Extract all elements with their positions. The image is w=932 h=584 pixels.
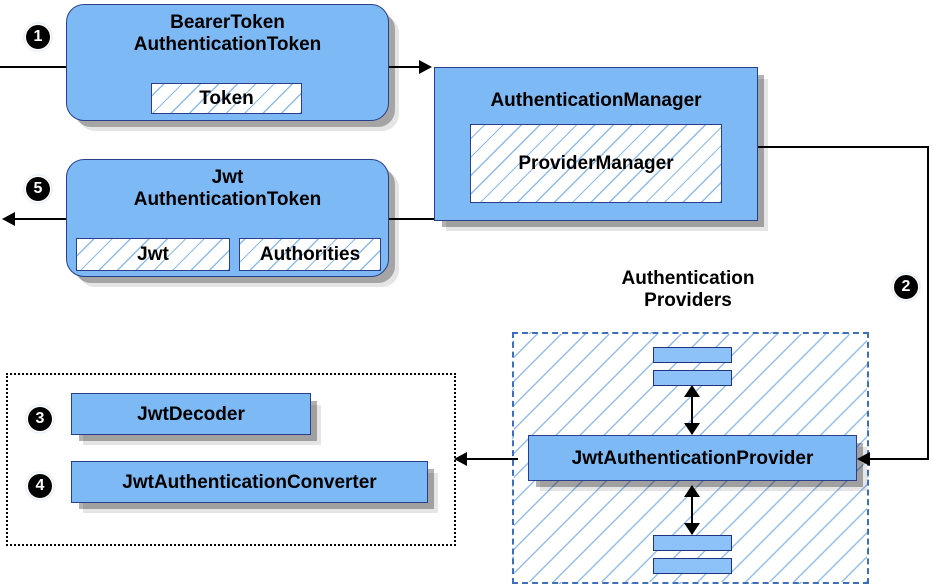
arrowhead-into-provider (857, 452, 870, 466)
arrowhead-provider-up-bottom (684, 423, 700, 435)
authentication-providers-caption-line2: Providers (644, 289, 732, 311)
marker-4: 4 (28, 474, 52, 498)
jwt-authentication-provider-box[interactable]: JwtAuthenticationProvider (528, 435, 857, 481)
marker-5: 5 (26, 177, 50, 201)
other-provider-bar-top-1 (653, 347, 732, 363)
other-provider-bar-top-2 (653, 370, 732, 386)
marker-3-glyph: 3 (35, 410, 45, 427)
jwt-token-box-title-line2: AuthenticationToken (133, 188, 322, 210)
connector-provider-to-support (466, 458, 518, 460)
marker-4-glyph: 4 (35, 477, 45, 494)
jwt-token-box-title-line1: Jwt (211, 167, 244, 188)
jwt-decoder-box[interactable]: JwtDecoder (71, 393, 311, 435)
connector-provider-up (691, 392, 693, 434)
connector-response-out (14, 218, 72, 220)
bearer-token-authentication-token-box[interactable]: BearerToken AuthenticationToken Token (66, 4, 389, 121)
bearer-token-box-title: BearerToken AuthenticationToken (67, 12, 388, 55)
connector-manager-out (757, 146, 929, 148)
connector-provider-down (691, 492, 693, 534)
connector-into-provider (869, 458, 929, 460)
bearer-token-box-title-line1: BearerToken (170, 12, 285, 33)
jwt-slot[interactable]: Jwt (76, 238, 230, 271)
arrowhead-token-to-manager (419, 60, 432, 74)
bearer-token-slot[interactable]: Token (151, 83, 302, 114)
marker-5-glyph: 5 (33, 180, 43, 197)
jwt-token-box-title: Jwt AuthenticationToken (67, 167, 388, 210)
arrowhead-provider-to-support (454, 452, 467, 466)
arrowhead-response-out (2, 212, 15, 226)
other-provider-bar-bottom-1 (653, 535, 732, 551)
arrowhead-provider-up-top (684, 385, 700, 397)
marker-1-glyph: 1 (33, 28, 43, 45)
authorities-slot[interactable]: Authorities (239, 238, 381, 271)
authorities-slot-label: Authorities (259, 243, 361, 265)
marker-2: 2 (894, 275, 918, 299)
jwt-authentication-provider-title: JwtAuthenticationProvider (571, 448, 814, 469)
arrowhead-provider-down-top (684, 485, 700, 497)
jwt-authentication-token-box[interactable]: Jwt AuthenticationToken Jwt Authorities (66, 159, 389, 277)
connector-token-to-manager (388, 66, 422, 68)
other-provider-bar-bottom-2 (653, 558, 732, 574)
provider-manager-slot-label: ProviderManager (518, 152, 674, 174)
jwt-slot-label: Jwt (137, 243, 169, 265)
connector-manager-down (927, 146, 929, 459)
authentication-manager-title: AuthenticationManager (490, 90, 702, 111)
authentication-providers-caption-line1: Authentication (621, 268, 755, 289)
bearer-token-box-title-line2: AuthenticationToken (133, 33, 322, 55)
marker-3: 3 (28, 407, 52, 431)
marker-1: 1 (26, 25, 50, 49)
bearer-token-slot-label: Token (199, 87, 254, 109)
marker-2-glyph: 2 (901, 278, 911, 295)
arrowhead-provider-down-bottom (684, 523, 700, 535)
provider-manager-slot[interactable]: ProviderManager (470, 124, 722, 203)
authentication-providers-caption: Authentication Providers (588, 268, 788, 311)
connector-manager-to-jwt-token (388, 218, 434, 220)
jwt-decoder-title: JwtDecoder (137, 404, 245, 425)
jwt-authentication-converter-title: JwtAuthenticationConverter (122, 472, 377, 493)
connector-request-in (0, 66, 70, 68)
jwt-authentication-converter-box[interactable]: JwtAuthenticationConverter (71, 461, 428, 503)
authentication-manager-box[interactable]: AuthenticationManager ProviderManager (434, 67, 758, 221)
